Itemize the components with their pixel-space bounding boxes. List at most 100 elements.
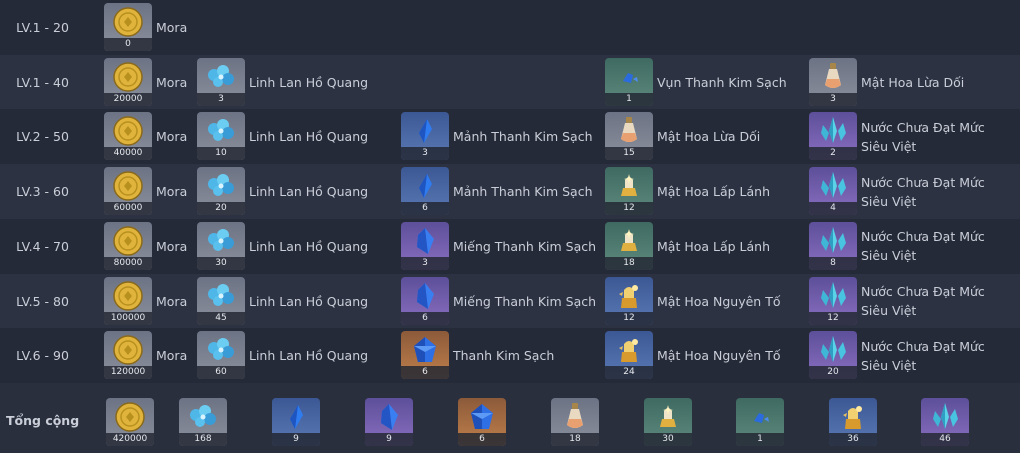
material-name: Linh Lan Hồ Quang (249, 184, 369, 200)
total-material-item[interactable]: 420000 (106, 396, 154, 448)
total-material-item[interactable]: 18 (551, 396, 599, 448)
item-quantity: 45 (197, 311, 245, 325)
item-quantity: 6 (401, 311, 449, 325)
material-name: Mora (156, 238, 188, 254)
item-quantity: 30 (644, 433, 692, 446)
material-name: Mảnh Thanh Kim Sạch (453, 129, 593, 145)
total-label: Tổng cộng (6, 413, 80, 428)
level-range-label: LV.1 - 40 (16, 74, 69, 90)
item-icon-frame[interactable]: 6 (401, 167, 449, 216)
item-icon-frame[interactable]: 1 (736, 398, 784, 446)
item-icon-frame[interactable]: 18 (605, 221, 653, 270)
item-icon-frame[interactable]: 30 (644, 398, 692, 446)
total-material-item[interactable]: 30 (644, 396, 692, 448)
material-name: Mora (156, 74, 188, 90)
item-quantity: 9 (272, 433, 320, 446)
item-quantity: 20 (809, 366, 857, 380)
material-name: Mảnh Thanh Kim Sạch (453, 184, 593, 200)
item-quantity: 30 (197, 256, 245, 270)
level-range-label: LV.4 - 70 (16, 238, 69, 254)
item-icon-frame[interactable]: 6 (401, 331, 449, 380)
item-icon-frame[interactable]: 80000 (104, 221, 152, 270)
item-icon-frame[interactable]: 20 (197, 167, 245, 216)
item-icon-frame[interactable]: 3 (401, 221, 449, 270)
material-name: Vụn Thanh Kim Sạch (657, 74, 787, 90)
item-icon-frame[interactable]: 3 (197, 57, 245, 106)
item-icon-frame[interactable]: 45 (197, 276, 245, 325)
material-name: Mora (156, 293, 188, 309)
total-material-item[interactable]: 1 (736, 396, 784, 448)
material-name: Nước Chưa Đạt Mức Siêu Việt (861, 119, 985, 154)
item-quantity: 3 (401, 256, 449, 270)
item-icon-frame[interactable]: 9 (272, 398, 320, 446)
item-icon-frame[interactable]: 30 (197, 221, 245, 270)
item-icon-frame[interactable]: 6 (401, 276, 449, 325)
item-quantity: 8 (809, 256, 857, 270)
item-quantity: 40000 (104, 147, 152, 161)
item-quantity: 2 (809, 147, 857, 161)
item-quantity: 9 (365, 433, 413, 446)
total-material-item[interactable]: 6 (458, 396, 506, 448)
item-quantity: 6 (401, 202, 449, 216)
material-name: Mora (156, 184, 188, 200)
item-quantity: 12 (605, 202, 653, 216)
item-quantity: 24 (605, 366, 653, 380)
item-icon-frame[interactable]: 2 (809, 112, 857, 161)
material-name: Linh Lan Hồ Quang (249, 129, 369, 145)
item-icon-frame[interactable]: 24 (605, 331, 653, 380)
item-quantity: 3 (197, 92, 245, 106)
item-icon-frame[interactable]: 420000 (106, 398, 154, 446)
item-icon-frame[interactable]: 60000 (104, 167, 152, 216)
level-range-label: LV.6 - 90 (16, 348, 69, 364)
item-quantity: 20000 (104, 92, 152, 106)
item-quantity: 100000 (104, 311, 152, 325)
item-icon-frame[interactable]: 20 (809, 331, 857, 380)
total-material-item[interactable]: 36 (829, 396, 877, 448)
item-icon-frame[interactable]: 46 (921, 398, 969, 446)
item-quantity: 12 (605, 311, 653, 325)
item-icon-frame[interactable]: 12 (809, 276, 857, 325)
item-icon-frame[interactable]: 4 (809, 167, 857, 216)
item-quantity: 3 (401, 147, 449, 161)
material-name: Mora (156, 348, 188, 364)
total-material-item[interactable]: 168 (179, 396, 227, 448)
material-name: Linh Lan Hồ Quang (249, 348, 369, 364)
material-name: Mora (156, 20, 188, 35)
item-quantity: 168 (179, 433, 227, 446)
material-name: Thanh Kim Sạch (453, 348, 555, 364)
material-name: Linh Lan Hồ Quang (249, 238, 369, 254)
item-icon-frame[interactable]: 18 (551, 398, 599, 446)
total-material-item[interactable]: 46 (921, 396, 969, 448)
item-icon-frame[interactable]: 15 (605, 112, 653, 161)
total-material-item[interactable]: 9 (272, 396, 320, 448)
item-icon-frame[interactable]: 10 (197, 112, 245, 161)
item-icon-frame[interactable]: 8 (809, 221, 857, 270)
item-quantity: 18 (605, 256, 653, 270)
item-icon-frame[interactable]: 20000 (104, 57, 152, 106)
item-icon-frame[interactable]: 3 (401, 112, 449, 161)
item-icon-frame[interactable]: 168 (179, 398, 227, 446)
item-icon-frame[interactable]: 36 (829, 398, 877, 446)
item-icon-frame[interactable]: 9 (365, 398, 413, 446)
item-icon-frame[interactable]: 120000 (104, 331, 152, 380)
total-material-item[interactable]: 9 (365, 396, 413, 448)
item-icon-frame[interactable]: 40000 (104, 112, 152, 161)
item-icon-frame[interactable]: 100000 (104, 276, 152, 325)
level-range-label: LV.2 - 50 (16, 129, 69, 145)
item-icon-frame[interactable]: 60 (197, 331, 245, 380)
item-quantity: 12 (809, 311, 857, 325)
item-quantity: 18 (551, 433, 599, 446)
material-name: Mật Hoa Nguyên Tố (657, 293, 781, 309)
item-quantity: 36 (829, 433, 877, 446)
item-icon-frame[interactable]: 12 (605, 276, 653, 325)
material-name: Mật Hoa Lấp Lánh (657, 238, 771, 254)
item-quantity: 420000 (106, 433, 154, 446)
item-icon-frame[interactable]: 3 (809, 57, 857, 106)
item-icon-frame[interactable]: 1 (605, 57, 653, 106)
item-icon-frame[interactable]: 12 (605, 167, 653, 216)
item-icon-frame[interactable]: 6 (458, 398, 506, 446)
item-icon-frame[interactable]: 0 (104, 3, 152, 51)
